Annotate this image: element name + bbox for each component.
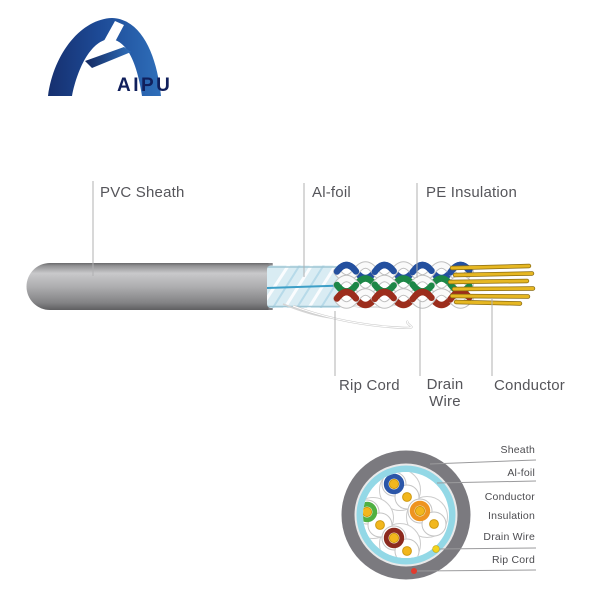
drain-wire-label: Drain Wire — [426, 376, 464, 410]
logo-arch-icon: AIPU — [48, 18, 172, 96]
cross-wire-blue — [383, 473, 405, 495]
cross-drain-wire-dot — [432, 545, 440, 553]
cs-drain-wire-label: Drain Wire — [483, 531, 535, 543]
logo-arch-shape — [48, 18, 161, 96]
cross-rip-cord-dot — [411, 568, 417, 574]
side-view-leader-lines — [92, 181, 493, 376]
cs-insulation-label: Insulation — [488, 510, 535, 522]
brand-logo: AIPU — [38, 10, 213, 110]
conductors — [447, 263, 536, 306]
rip-cord-strand — [282, 303, 413, 330]
cs-sheath-label: Sheath — [500, 444, 535, 456]
logo-crossbar — [85, 47, 131, 68]
cross-wire-green — [363, 501, 378, 523]
pvc-sheath-body — [26, 263, 272, 310]
twisted-pair-red — [333, 288, 474, 309]
cross-wire-orange — [409, 500, 431, 522]
conductor-label: Conductor — [494, 377, 566, 394]
pvc-sheath-label: PVC Sheath — [100, 184, 185, 201]
brand-text: AIPU — [117, 75, 172, 96]
cs-conductor-label: Conductor — [484, 491, 535, 503]
cross-pairs — [363, 472, 448, 558]
cable-cross-section — [341, 450, 537, 580]
rip-cord-label: Rip Cord — [339, 377, 400, 394]
cross-wire-maroon — [383, 527, 405, 549]
twisted-pair-blue — [333, 261, 474, 282]
cs-rip-cord-label: Rip Cord — [491, 554, 535, 566]
cable-side-view — [26, 181, 536, 376]
cs-al-foil-label: Al-foil — [507, 467, 535, 479]
pe-insulation-label: PE Insulation — [426, 184, 517, 201]
al-foil-label: Al-foil — [312, 184, 351, 201]
cross-section-leader-lines — [416, 459, 537, 572]
